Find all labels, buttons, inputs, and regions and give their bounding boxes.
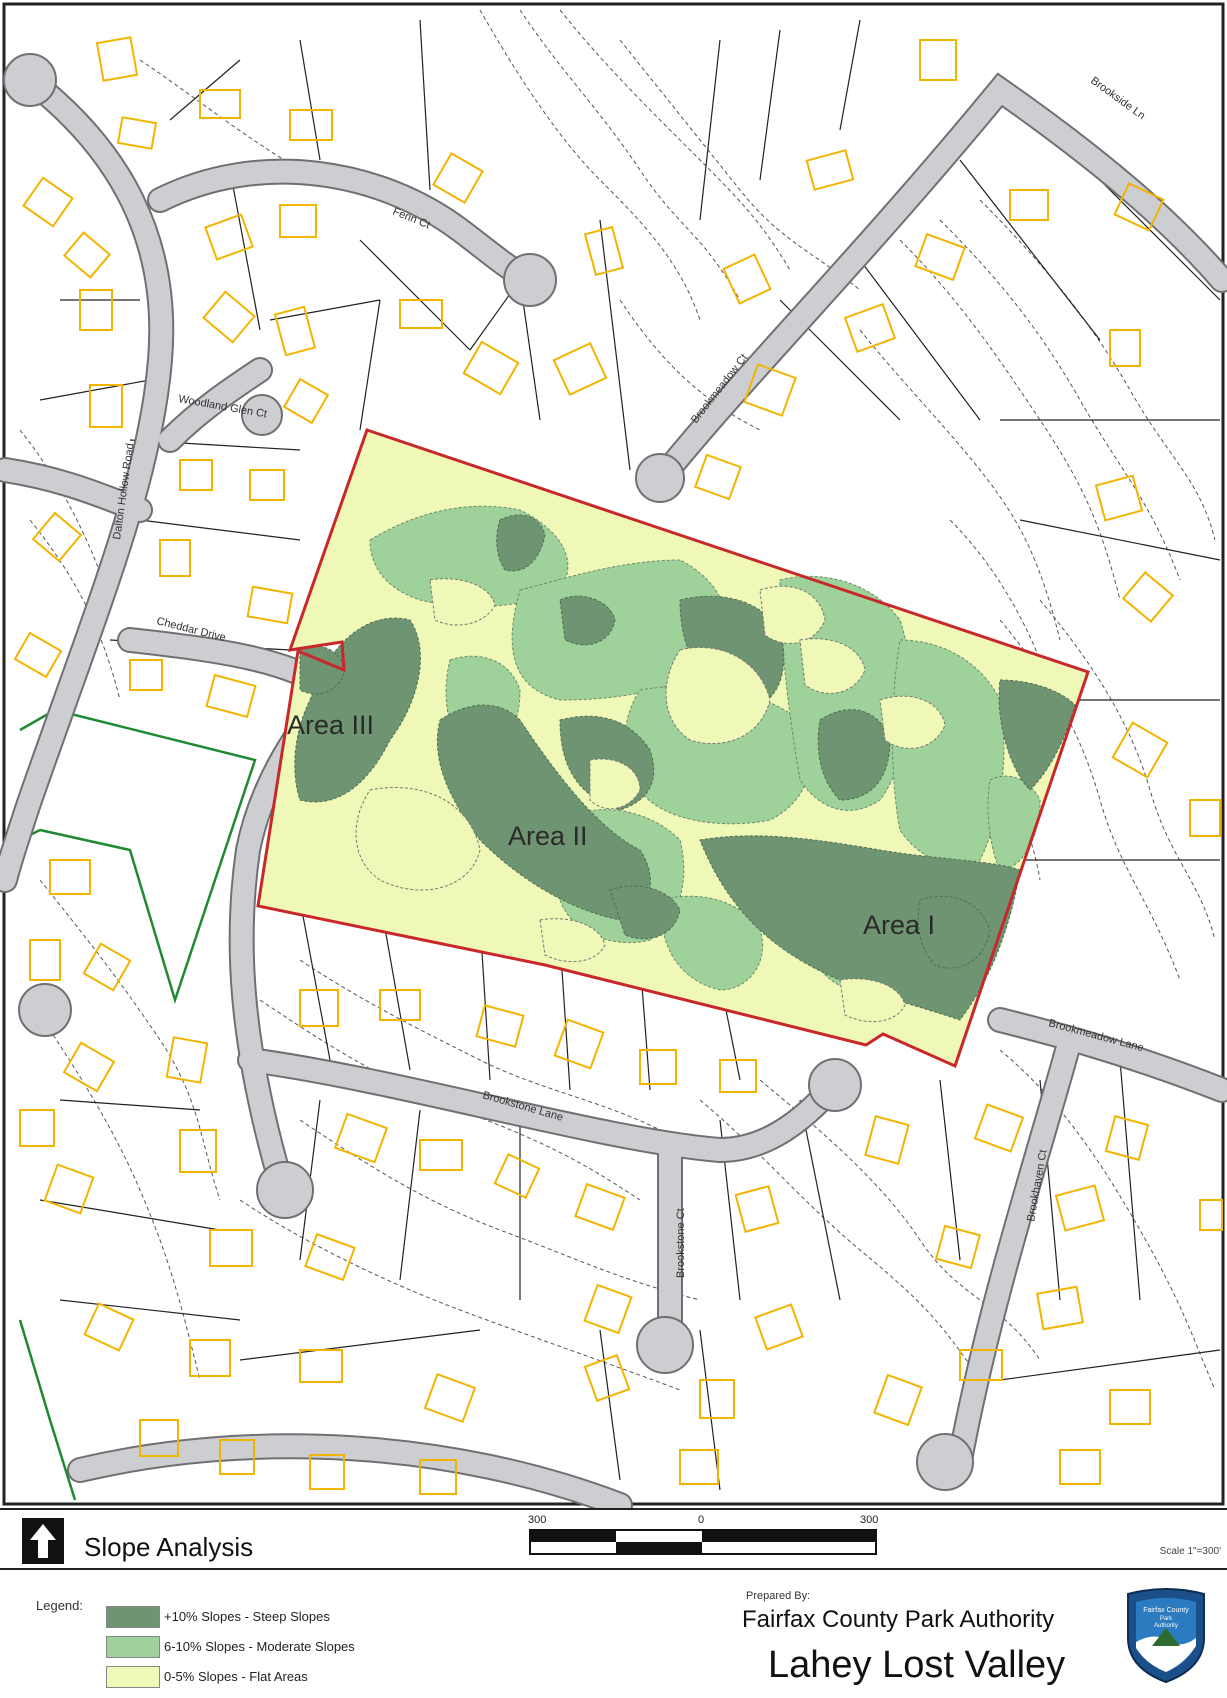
legend-label-steep: +10% Slopes - Steep Slopes xyxy=(164,1609,330,1624)
legend-swatch-steep xyxy=(106,1606,160,1628)
scale-bar: 300 0 300 xyxy=(528,1514,878,1564)
map-title: Slope Analysis xyxy=(84,1532,254,1562)
legend-panel: Legend: +10% Slopes - Steep Slopes 6-10%… xyxy=(0,1570,1227,1698)
north-arrow-icon xyxy=(22,1518,64,1564)
slope-map: Area III Area II Area I Fenn Ct Woodland… xyxy=(0,2,1227,1508)
legend-swatch-flat xyxy=(106,1666,160,1688)
seal-text-line-2: Park xyxy=(1160,1616,1173,1622)
street-label-brookstone-ct: Brookstone Ct xyxy=(675,1208,687,1278)
scale-label-right: 300 xyxy=(860,1514,879,1526)
seal-text-line-3: Authority xyxy=(1154,1623,1178,1629)
slope-analysis-site: Area III Area II Area I xyxy=(256,428,1090,1069)
area-iii-label: Area III xyxy=(287,710,374,740)
scale-ratio: Scale 1"=300' xyxy=(1159,1546,1221,1557)
authority-name: Fairfax County Park Authority xyxy=(742,1606,1055,1633)
project-name: Lahey Lost Valley xyxy=(768,1644,1066,1686)
seal-text-line-1: Fairfax County xyxy=(1143,1607,1189,1614)
roads xyxy=(0,53,1227,1508)
building-footprints xyxy=(13,36,1223,1495)
legend-swatch-moderate xyxy=(106,1636,160,1658)
prepared-by-label: Prepared By: xyxy=(746,1590,811,1602)
area-i-label: Area I xyxy=(863,910,935,940)
legend-label-flat: 0-5% Slopes - Flat Areas xyxy=(164,1669,308,1684)
park-authority-seal-icon: Fairfax County Park Authority xyxy=(1127,1588,1205,1684)
legend-title: Legend: xyxy=(36,1598,83,1613)
steep-slope-zones xyxy=(294,514,1076,1021)
legend-label-moderate: 6-10% Slopes - Moderate Slopes xyxy=(164,1639,355,1654)
title-bar: Slope Analysis 300 0 300 Scale 1"=300' xyxy=(0,1508,1227,1570)
area-ii-label: Area II xyxy=(508,821,588,851)
flat-area-islands xyxy=(355,578,946,1023)
scale-label-left: 300 xyxy=(528,1514,547,1526)
scale-label-mid: 0 xyxy=(698,1514,705,1526)
